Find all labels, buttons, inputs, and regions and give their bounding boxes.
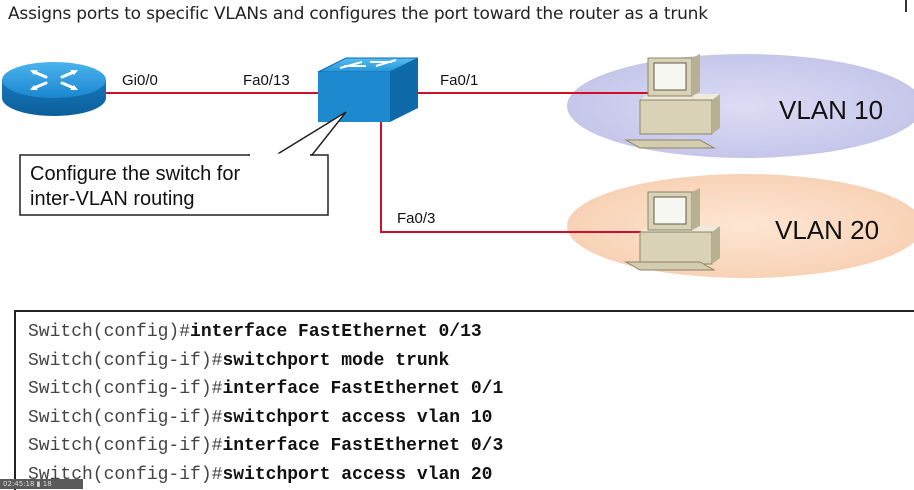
cli-command: interface FastEthernet 0/13	[190, 322, 482, 342]
slide-title: Assigns ports to specific VLANs and conf…	[8, 4, 708, 24]
cli-prompt: Switch(config-if)#	[28, 436, 223, 456]
port-label-fa0-13: Fa0/13	[243, 72, 290, 89]
callout-line-2: inter-VLAN routing	[30, 188, 195, 210]
port-label-gi0-0: Gi0/0	[122, 72, 158, 89]
pc-icon	[624, 54, 720, 149]
router-icon	[2, 62, 106, 116]
cli-line: Switch(config-if)#interface FastEthernet…	[28, 375, 914, 404]
cli-command: interface FastEthernet 0/3	[222, 436, 504, 456]
callout: Configure the switch for inter-VLAN rout…	[19, 111, 347, 216]
switch-icon	[317, 57, 419, 122]
cli-command: switchport access vlan 20	[222, 464, 493, 485]
video-timestamp: 02:45:18 ▮ 18	[0, 479, 83, 489]
cli-prompt: Switch(config-if)#	[28, 350, 223, 371]
pc-icon	[624, 188, 720, 271]
port-label-fa0-3: Fa0/3	[397, 210, 435, 227]
cli-line: Switch(config)#interface FastEthernet 0/…	[28, 318, 914, 347]
cli-output: Switch(config)#interface FastEthernet 0/…	[14, 310, 914, 490]
cli-line: Switch(config-if)#switchport access vlan…	[28, 461, 914, 490]
cli-prompt: Switch(config-if)#	[28, 407, 223, 428]
network-diagram: Gi0/0 Fa0/13 Fa0/1 Fa0/3 VLAN 10 VLAN 20…	[2, 54, 914, 278]
link-switch-vlan20	[380, 120, 650, 233]
cli-line: Switch(config-if)#switchport access vlan…	[28, 404, 914, 433]
callout-line-1: Configure the switch for	[30, 163, 240, 185]
cli-line: Switch(config-if)#switchport mode trunk	[28, 347, 914, 376]
cli-command: switchport access vlan 10	[222, 407, 493, 428]
cli-command: interface FastEthernet 0/1	[222, 379, 504, 399]
vlan20-label: VLAN 20	[775, 215, 879, 245]
cli-prompt: Switch(config)#	[28, 322, 191, 342]
edge-marker	[905, 0, 907, 12]
cli-line: Switch(config-if)#interface FastEthernet…	[28, 432, 914, 461]
port-label-fa0-1: Fa0/1	[440, 72, 478, 89]
cli-prompt: Switch(config-if)#	[28, 379, 223, 399]
vlan10-label: VLAN 10	[779, 95, 883, 125]
cli-command: switchport mode trunk	[222, 350, 450, 371]
